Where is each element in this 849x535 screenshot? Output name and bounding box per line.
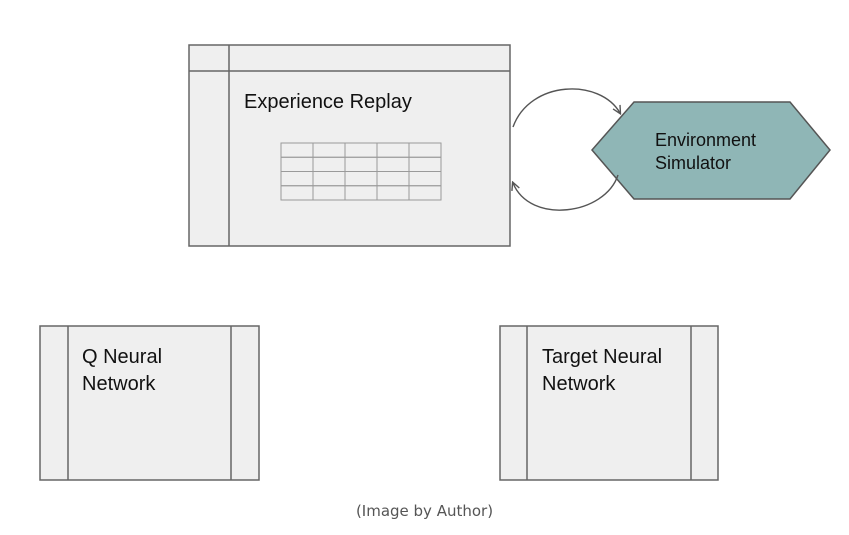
replay-buffer-table	[280, 142, 442, 201]
environment-simulator-label-line1: Environment	[655, 130, 756, 150]
environment-simulator-node: Environment Simulator	[591, 101, 831, 200]
experience-replay-label: Experience Replay	[244, 91, 412, 113]
target-network-label-line1: Target Neural	[542, 346, 662, 368]
environment-simulator-label-line2: Simulator	[655, 153, 731, 173]
replay-table-cell	[408, 185, 442, 201]
arrow-simulator-to-replay	[513, 174, 619, 211]
target-network-label-line2: Network	[542, 373, 616, 395]
q-network-label-line1: Q Neural	[82, 346, 162, 368]
experience-replay-frame	[188, 44, 511, 247]
environment-simulator-hexagon	[591, 101, 831, 200]
q-network-label-line2: Network	[82, 373, 156, 395]
q-network-box: Q Neural Network	[39, 325, 260, 481]
target-network-frame	[499, 325, 719, 481]
target-network-box: Target Neural Network	[499, 325, 719, 481]
image-caption: (Image by Author)	[355, 502, 494, 520]
experience-replay-box: Experience Replay	[188, 44, 511, 247]
q-network-frame	[39, 325, 260, 481]
arrow-replay-to-simulator	[512, 88, 620, 128]
